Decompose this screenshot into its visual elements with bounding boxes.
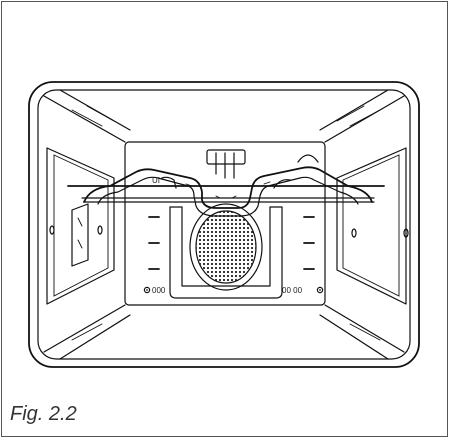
fan-housing [189,203,263,291]
left-lamp-cover [71,203,89,267]
lamp-glint [77,217,83,227]
figure-caption: Fig. 2.2 [10,403,77,425]
left-shelf-runners [148,216,160,270]
heating-element [83,166,375,217]
right-counter-marking: 00 00 [282,286,303,295]
fan-cover-panel [169,206,283,299]
right-side-panel-inner [342,154,400,297]
right-side-panel [336,147,407,305]
left-side-panel [46,147,115,305]
oven-interior-diagram: UI 000 00 00 [28,81,420,368]
upper-lamp-bracket [297,154,319,163]
right-shelf-runners [303,216,315,270]
oven-cavity-outer [28,81,420,368]
fan-grille [196,211,256,283]
grill-connector [206,149,246,179]
left-side-panel-inner [53,154,109,297]
left-counter-marking: 000 [152,286,166,295]
oven-cavity-inner [37,89,411,360]
right-wall-screw-2 [351,228,357,238]
wall-shading-lines [71,105,381,341]
top-marking: UI [152,176,160,185]
left-wall-screw-2 [97,225,103,235]
right-counter-knob [316,286,324,294]
back-wall [124,141,326,306]
left-wall-screw [49,225,55,235]
lamp-glint-2 [77,239,83,249]
element-ticks [185,181,271,199]
right-wall-screw [403,228,409,238]
left-counter-knob [143,286,151,294]
